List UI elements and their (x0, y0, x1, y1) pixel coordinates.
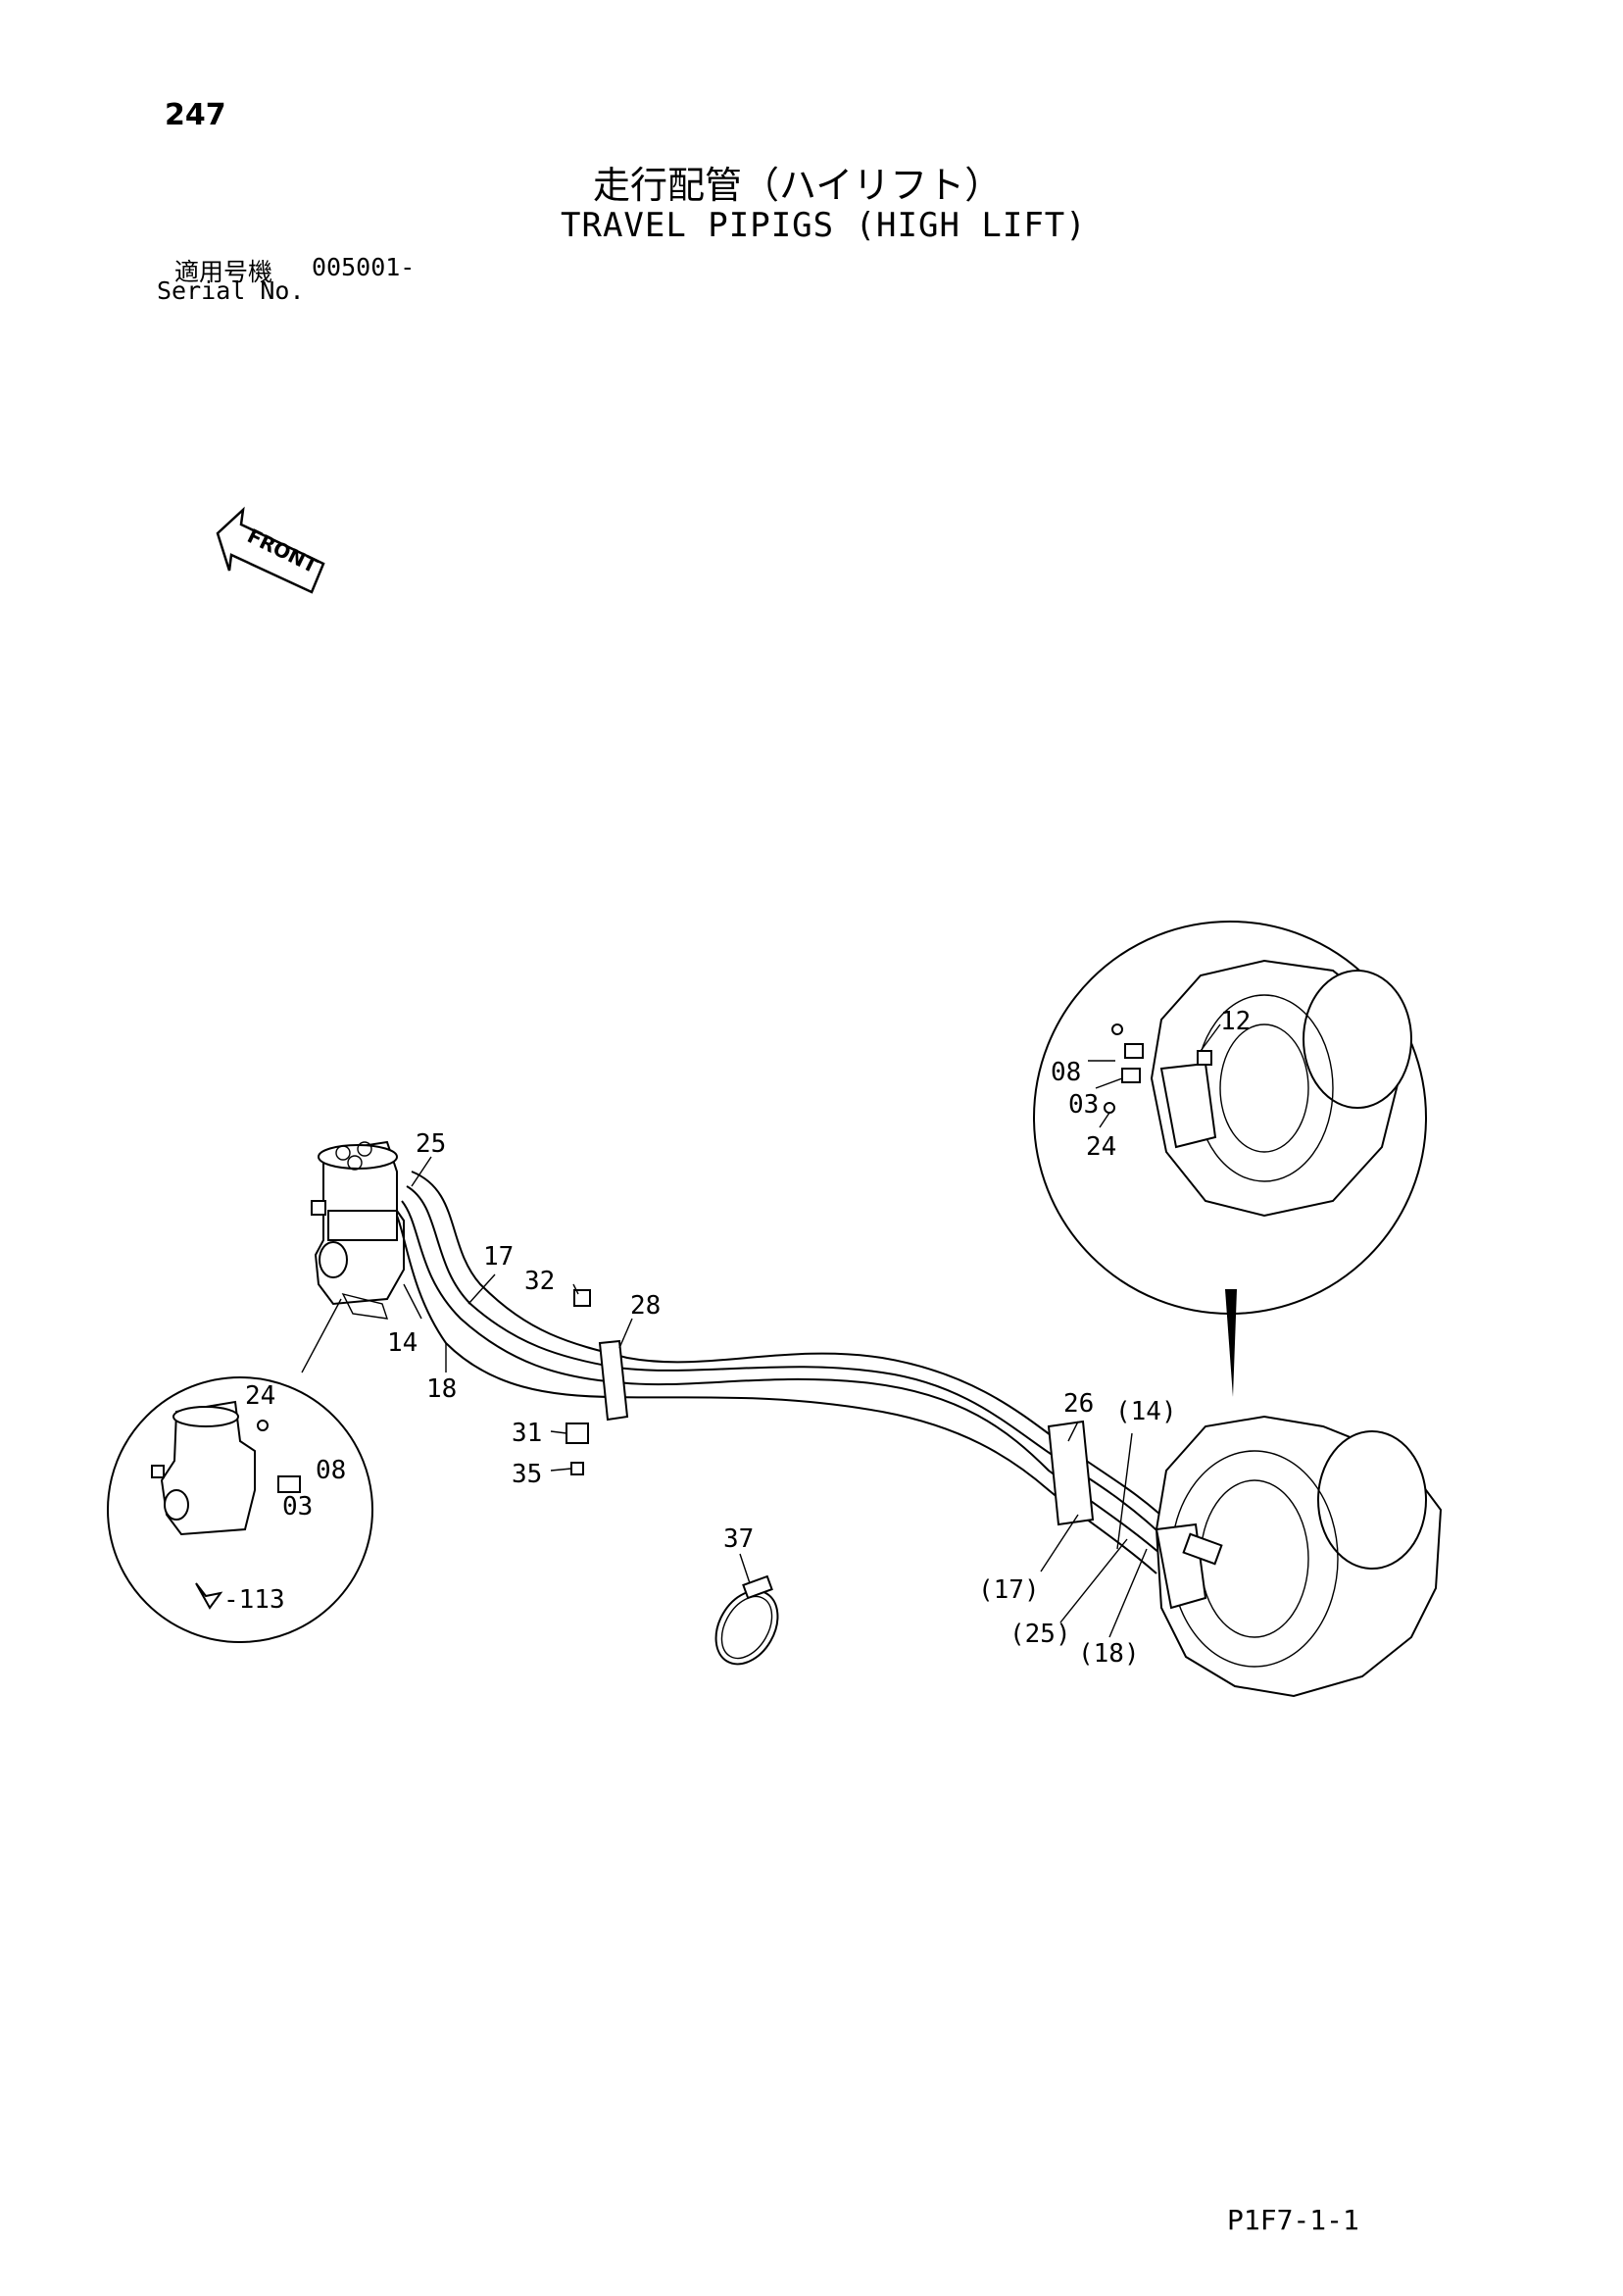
callout-14-ref: (14) (1115, 1397, 1177, 1426)
callout-left-24: 24 (245, 1381, 275, 1411)
callout-25: 25 (416, 1129, 446, 1159)
callout-37: 37 (723, 1524, 754, 1554)
callout-right-12: 12 (1220, 1007, 1251, 1036)
callout-left-113: -113 (223, 1585, 285, 1615)
callout-32: 32 (524, 1267, 555, 1296)
pointer-arrow (1225, 1289, 1237, 1397)
callout-35: 35 (512, 1460, 542, 1489)
band-clamp (714, 1574, 779, 1666)
callout-left-08: 08 (316, 1456, 346, 1485)
callout-26: 26 (1063, 1389, 1094, 1419)
travel-hoses (396, 1171, 1177, 1574)
detail-view-left (107, 1298, 373, 1643)
detail-view-right (1033, 921, 1427, 1397)
callout-31: 31 (512, 1419, 542, 1448)
leader-lines (403, 1023, 1221, 1638)
callout-right-03: 03 (1068, 1090, 1099, 1120)
callout-labels: 25 17 32 28 14 18 31 35 26 (14) (17) (25… (223, 1007, 1251, 1669)
callout-right-08: 08 (1051, 1058, 1081, 1087)
callout-18: 18 (426, 1374, 457, 1404)
serial-label-english: Serial No. (157, 276, 305, 305)
front-arrow-icon: FRONT (216, 506, 325, 594)
page-number: 247 (165, 98, 226, 132)
callout-28: 28 (630, 1291, 661, 1321)
serial-label-japanese: 適用号機 (174, 258, 273, 286)
callout-right-24: 24 (1086, 1132, 1116, 1162)
callout-left-03: 03 (282, 1492, 313, 1522)
page-title-english: TRAVEL PIPIGS (HIGH LIFT) (561, 206, 1087, 245)
travel-motor-right (1155, 1415, 1443, 1698)
clamp-bracket (566, 1289, 591, 1475)
callout-17: 17 (483, 1242, 514, 1272)
serial-number-value: 005001- (312, 253, 416, 281)
callout-14: 14 (387, 1328, 418, 1358)
callout-25-ref: (25) (1009, 1620, 1071, 1649)
swivel-valve-left (311, 1140, 405, 1320)
page-code: P1F7-1-1 (1227, 2204, 1359, 2236)
callout-18-ref: (18) (1078, 1639, 1140, 1669)
page-title-japanese: 走行配管（ハイリフト） (593, 164, 1003, 207)
callout-17-ref: (17) (978, 1575, 1040, 1605)
